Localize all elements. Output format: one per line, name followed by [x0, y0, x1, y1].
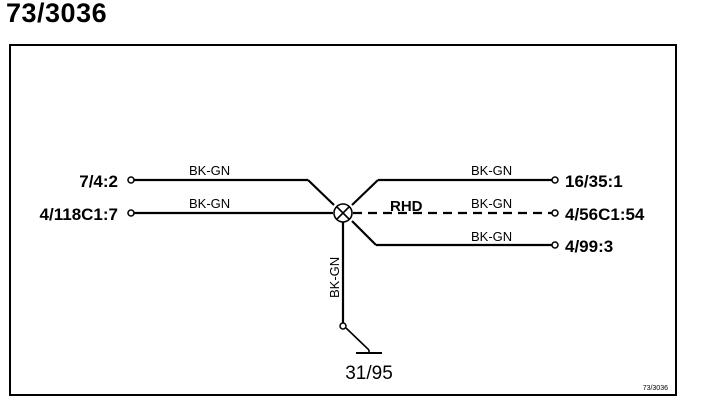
wire-right-bottom-diagonal [351, 220, 377, 246]
diagram-title: 73/3036 [6, 0, 108, 28]
wire-color-label-left-bottom: BK-GN [189, 196, 230, 211]
terminal-pin-left-top [127, 176, 135, 184]
wire-color-label-right-top: BK-GN [471, 163, 512, 178]
wire-color-label-right-middle: BK-GN [471, 196, 512, 211]
footer-code: 73/3036 [643, 385, 668, 392]
terminal-label-right-bottom: 4/99:3 [565, 237, 613, 256]
ground-lead [345, 327, 370, 351]
terminal-pin-left-bottom [127, 209, 135, 217]
diagram-frame [9, 44, 677, 396]
terminal-pin-right-middle [551, 209, 559, 217]
ground-pin [339, 322, 347, 330]
ground-label: 31/95 [345, 363, 393, 384]
splice-node-icon [333, 203, 353, 223]
wire-right-top-diagonal [351, 179, 379, 206]
wire-left-top-diagonal [307, 179, 335, 206]
terminal-label-right-middle: 4/56C1:54 [565, 205, 645, 224]
terminal-label-left-top: 7/4:2 [79, 172, 118, 191]
terminal-label-left-bottom: 4/118C1:7 [40, 205, 118, 224]
terminal-pin-right-top [551, 176, 559, 184]
terminal-label-right-top: 16/35:1 [565, 172, 623, 191]
wire-color-label-right-bottom: BK-GN [471, 229, 512, 244]
terminal-pin-right-bottom [551, 241, 559, 249]
variant-label: RHD [390, 198, 423, 215]
wire-color-label-down: BK-GN [327, 257, 342, 298]
wire-color-label-left-top: BK-GN [189, 163, 230, 178]
